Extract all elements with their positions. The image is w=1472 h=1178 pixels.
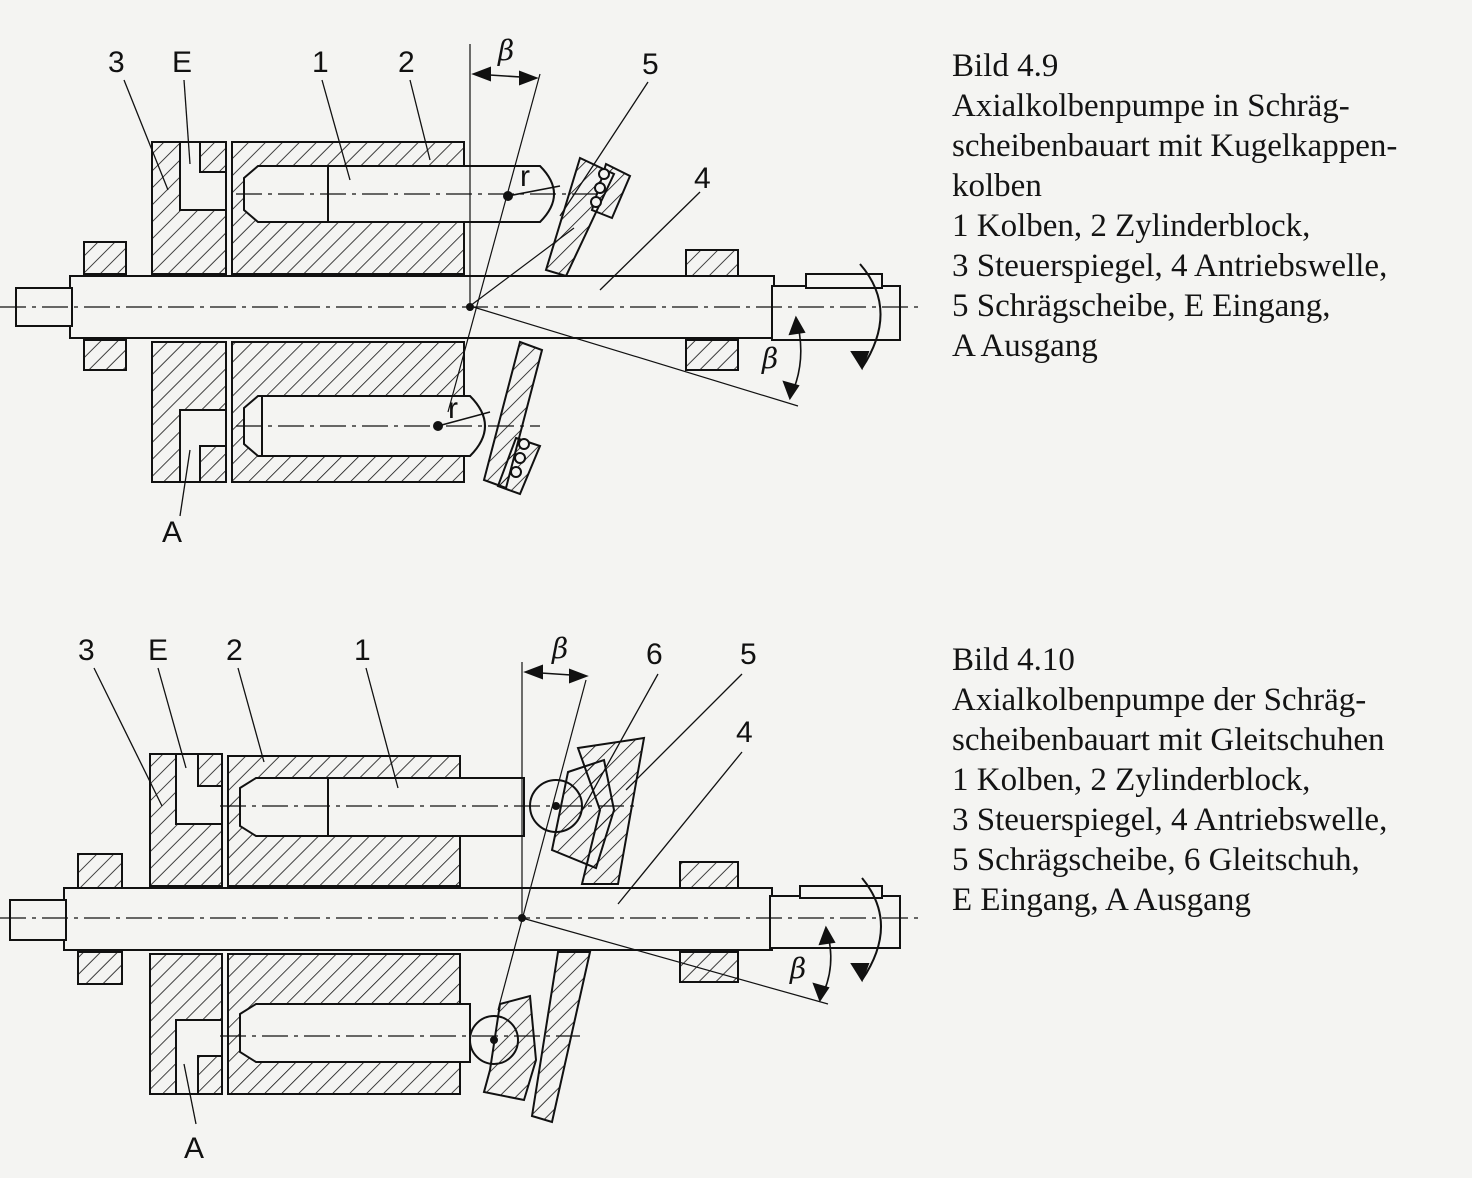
label-2: 2: [226, 634, 243, 667]
caption-line: scheibenbauart mit Kugelkappen-: [952, 128, 1398, 164]
figure-4-9-caption: Bild 4.9 Axialkolbenpumpe in Schräg- sch…: [952, 46, 1397, 366]
slipper-shoe-bottom: [482, 994, 538, 1102]
bearing-right-top: [685, 249, 739, 279]
caption-line: 5 Schrägscheibe, E Eingang,: [952, 288, 1331, 324]
label-beta-top: β: [551, 632, 568, 665]
piston-top: [239, 777, 525, 837]
label-beta-side: β: [761, 342, 778, 375]
caption-number: Bild 4.10: [952, 642, 1075, 678]
swash-support-top: [590, 162, 632, 220]
label-beta-top: β: [497, 34, 514, 67]
inlet-port: [179, 141, 227, 211]
rotation-arrow: [861, 877, 882, 981]
rotation-arrow: [859, 263, 882, 369]
label-5: 5: [740, 638, 757, 671]
label-4: 4: [736, 716, 753, 749]
caption-line: scheibenbauart mit Gleitschuhen: [952, 722, 1385, 758]
label-2: 2: [398, 46, 415, 79]
drive-shaft: [63, 887, 773, 951]
swash-support-bottom: [496, 436, 542, 496]
caption-line: E Eingang, A Ausgang: [952, 882, 1251, 918]
caption-number: Bild 4.9: [952, 48, 1059, 84]
piston-top: [243, 165, 555, 223]
label-3: 3: [108, 46, 125, 79]
caption-line: 3 Steuerspiegel, 4 Antriebswelle,: [952, 248, 1388, 284]
label-A: A: [184, 1132, 204, 1165]
label-5: 5: [642, 48, 659, 81]
bearing-right-bottom: [679, 951, 739, 983]
caption-line: Axialkolbenpumpe der Schräg-: [952, 682, 1367, 718]
label-beta-side: β: [789, 952, 806, 985]
outlet-port: [175, 1019, 223, 1095]
piston-bottom: [239, 1003, 471, 1063]
label-1: 1: [312, 46, 329, 79]
caption-line: Axialkolbenpumpe in Schräg-: [952, 88, 1350, 124]
bearing-left-bottom: [77, 951, 123, 985]
swash-plate-bottom: [530, 951, 592, 1124]
caption-line: kolben: [952, 168, 1042, 204]
caption-line: A Ausgang: [952, 328, 1098, 364]
swash-plate-top: [576, 736, 646, 885]
label-3: 3: [78, 634, 95, 667]
outlet-port: [179, 409, 227, 483]
label-r-top: r: [520, 160, 530, 193]
bearing-left-top: [77, 853, 123, 889]
bearing-left-top: [83, 241, 127, 275]
caption-line: 1 Kolben, 2 Zylinderblock,: [952, 762, 1311, 798]
label-4: 4: [694, 162, 711, 195]
caption-line: 3 Steuerspiegel, 4 Antriebswelle,: [952, 802, 1388, 838]
inlet-port: [175, 753, 223, 825]
bearing-left-bottom: [83, 339, 127, 371]
caption-line: 1 Kolben, 2 Zylinderblock,: [952, 208, 1311, 244]
bearing-right-bottom: [685, 339, 739, 371]
label-E: E: [148, 634, 168, 667]
label-6: 6: [646, 638, 663, 671]
label-A: A: [162, 516, 182, 549]
figure-4-10-drawing: 3 E 2 1 6 5 4 A β β: [0, 632, 920, 1165]
label-r-bottom: r: [448, 392, 458, 425]
caption-line: 5 Schrägscheibe, 6 Gleitschuh,: [952, 842, 1360, 878]
label-1: 1: [354, 634, 371, 667]
figure-4-10-caption: Bild 4.10 Axialkolbenpumpe der Schräg- s…: [952, 640, 1387, 920]
label-E: E: [172, 46, 192, 79]
figure-4-9-drawing: 3 E 1 2 5 4 A r r β β: [0, 34, 920, 549]
bearing-right-top: [679, 861, 739, 891]
